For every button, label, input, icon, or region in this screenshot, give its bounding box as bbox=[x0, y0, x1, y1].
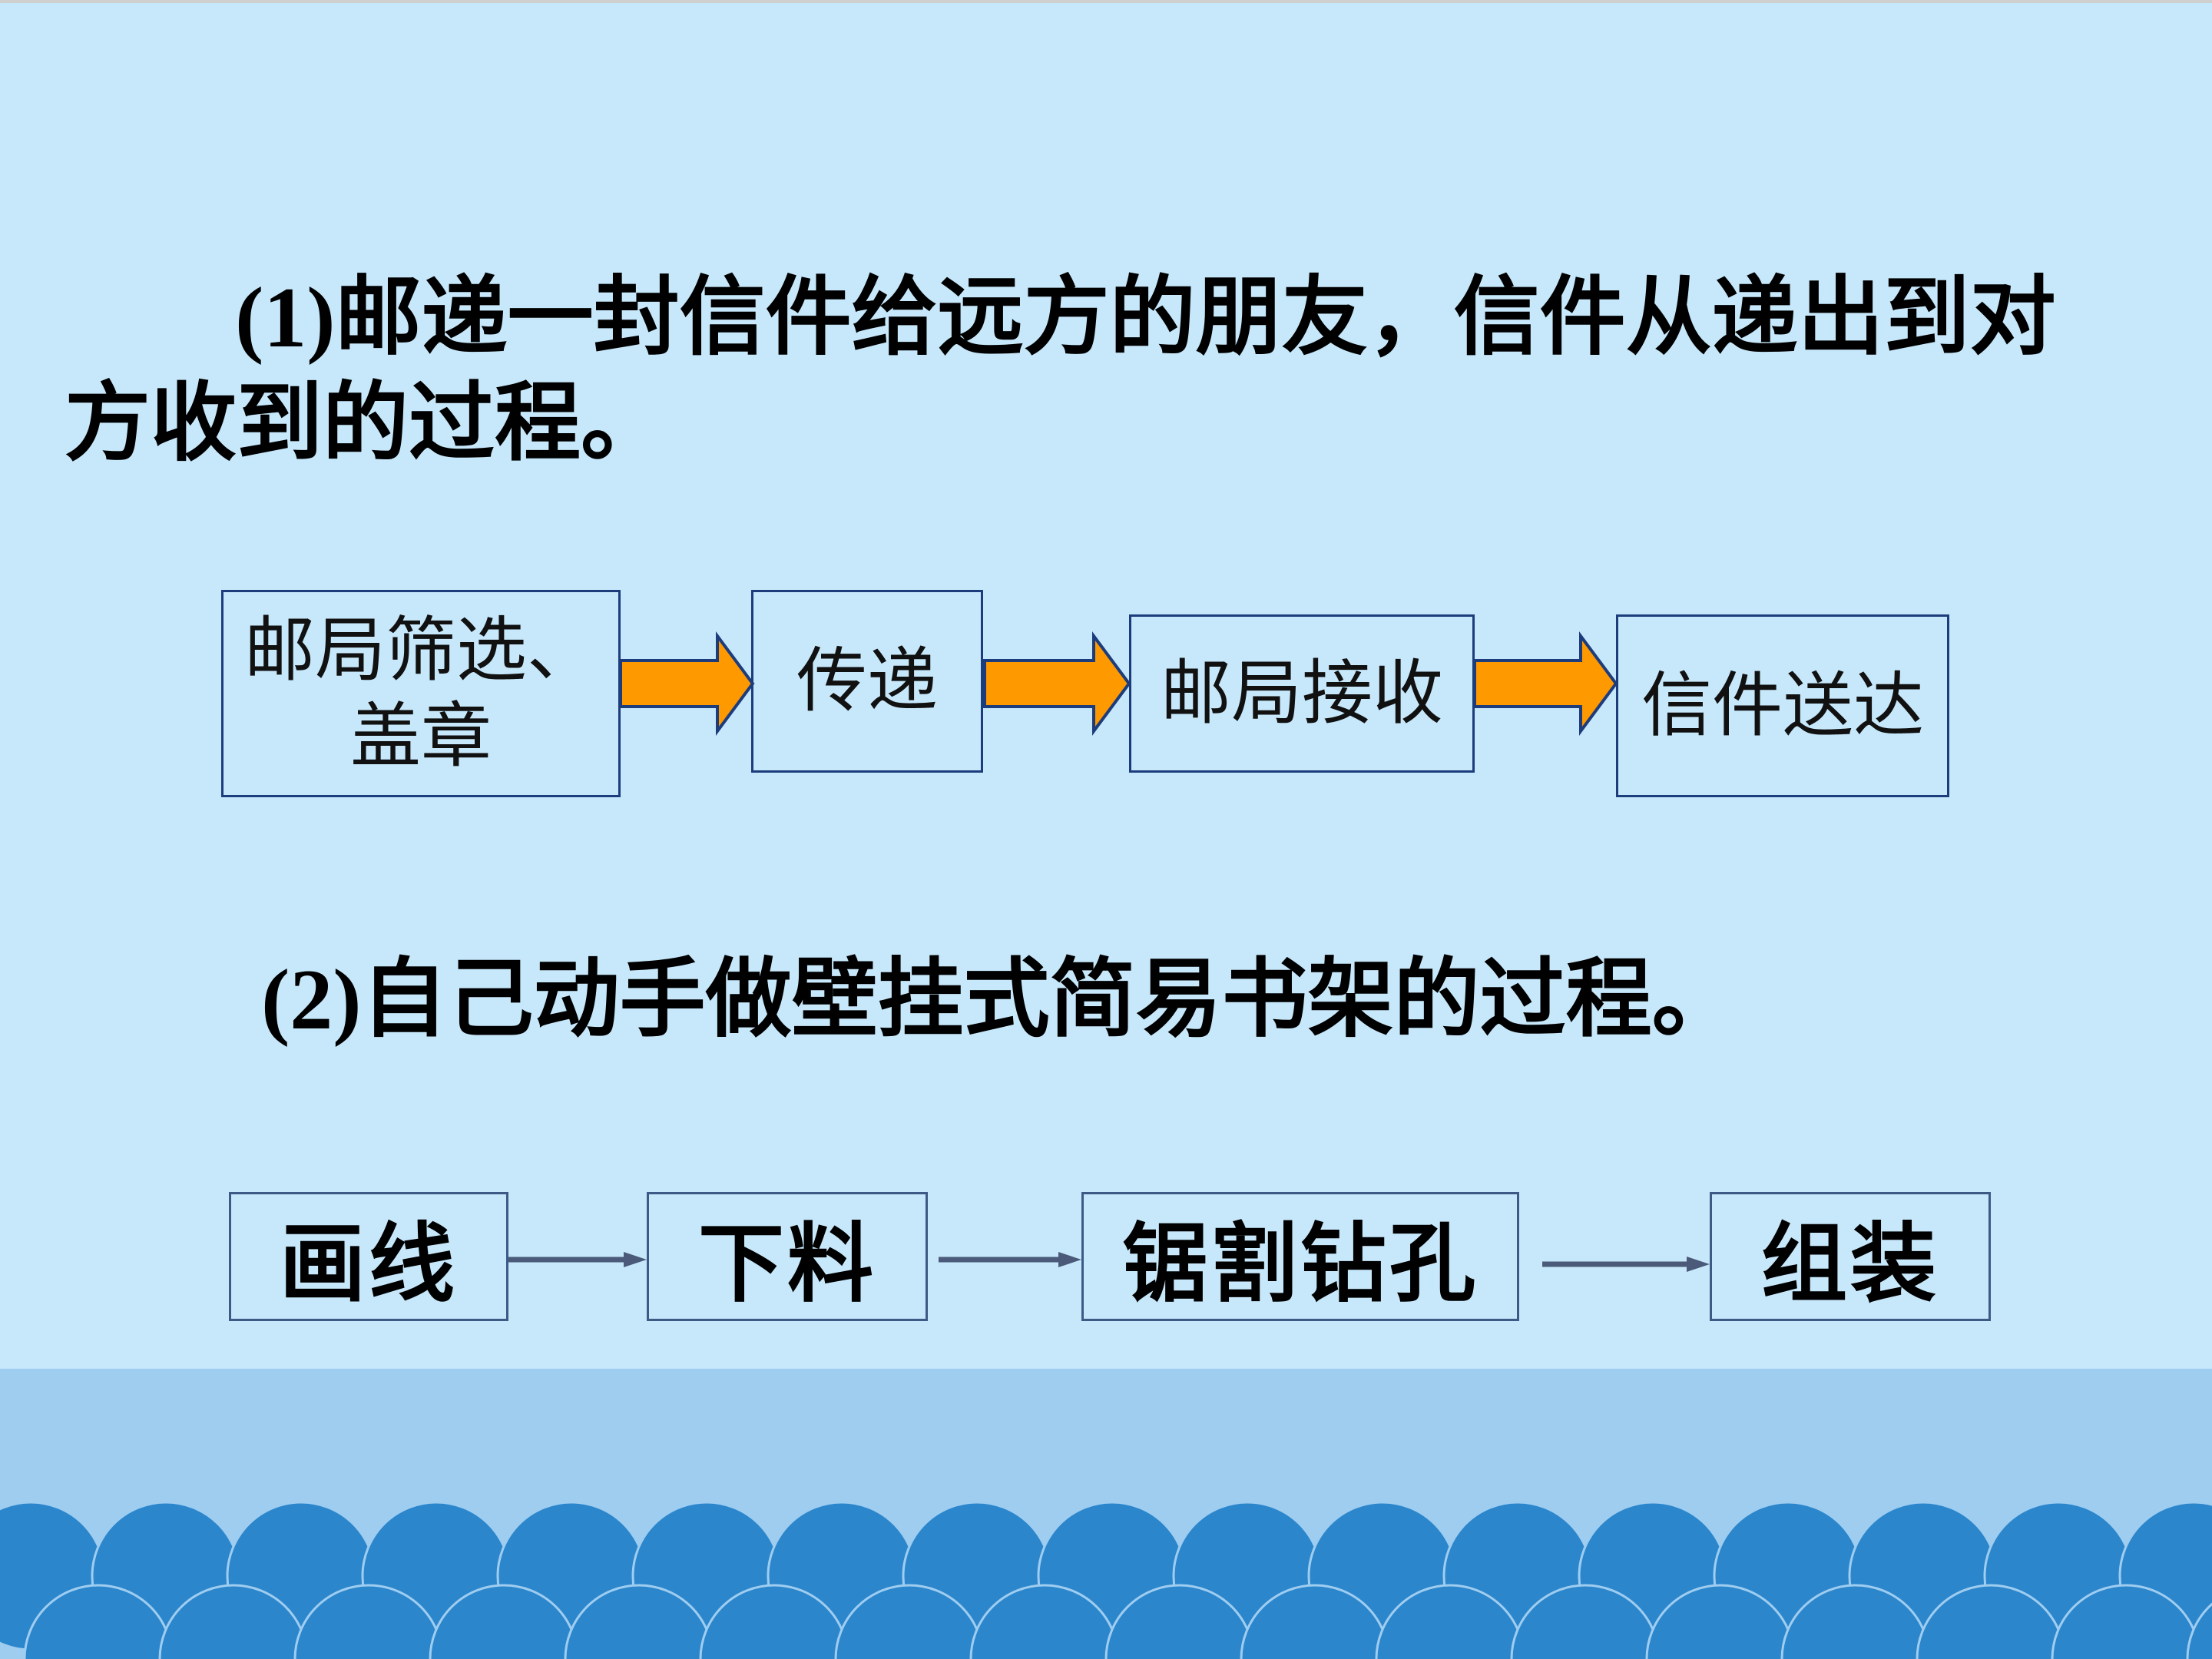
wave-scallop-27 bbox=[1375, 1584, 1525, 1659]
wave-scallop-29 bbox=[1645, 1584, 1796, 1659]
flow1-step-3-label: 邮局接收 bbox=[1160, 652, 1443, 734]
wave-scallop-23 bbox=[834, 1584, 985, 1659]
wave-scallop-19 bbox=[293, 1584, 444, 1659]
flow2-arrow-1-head bbox=[624, 1252, 647, 1267]
flow1-arrow-2 bbox=[983, 631, 1131, 737]
wave-scallop-11 bbox=[1442, 1501, 1593, 1651]
top-rule bbox=[0, 0, 2212, 3]
wave-scallop-15 bbox=[1983, 1501, 2134, 1651]
flow2-step-mark-lines: 画线 bbox=[229, 1192, 508, 1321]
section2-heading: (2)自己动手做壁挂式简易书架的过程。 bbox=[261, 946, 1738, 1053]
wave-scallop-2 bbox=[226, 1501, 376, 1651]
section1-heading-line1: (1)邮递一封信件给远方的朋友，信件从递出到对 bbox=[235, 264, 2056, 371]
section1-text-line2: 方收到的过程。 bbox=[65, 373, 667, 473]
wave-scallop-20 bbox=[429, 1584, 579, 1659]
wave-scallop-14 bbox=[1848, 1501, 1998, 1651]
wave-scallop-31 bbox=[1916, 1584, 2066, 1659]
flow1-step-deliver: 信件送达 bbox=[1616, 614, 1949, 797]
flow1-step-1-label-line2: 盖章 bbox=[349, 695, 492, 777]
wave-scallop-28 bbox=[1510, 1584, 1661, 1659]
section1-number: (1) bbox=[235, 270, 336, 366]
flow2-step-cut-material: 下料 bbox=[647, 1192, 928, 1321]
flow2-step-3-label: 锯割钻孔 bbox=[1122, 1214, 1479, 1314]
wave-scallop-26 bbox=[1240, 1584, 1390, 1659]
flow1-arrow-1 bbox=[619, 631, 755, 737]
flow1-step-receive: 邮局接收 bbox=[1129, 614, 1475, 773]
wave-scallop-0 bbox=[0, 1501, 106, 1651]
wave-scallop-7 bbox=[902, 1501, 1052, 1651]
wave-scallop-8 bbox=[1037, 1501, 1187, 1651]
decorative-waves bbox=[0, 1501, 2212, 1659]
flow1-step-2-label: 传递 bbox=[796, 640, 938, 722]
wave-scallop-22 bbox=[699, 1584, 849, 1659]
wave-scallop-16 bbox=[2118, 1501, 2212, 1651]
flow2-arrow-2-head bbox=[1058, 1252, 1081, 1267]
flow2-step-4-label: 组装 bbox=[1761, 1214, 1939, 1314]
wave-scallop-9 bbox=[1172, 1501, 1323, 1651]
flow1-step-transfer: 传递 bbox=[751, 590, 983, 773]
section2-text: 自己动手做壁挂式简易书架的过程。 bbox=[361, 949, 1738, 1049]
flow2-arrow-3-head bbox=[1687, 1257, 1710, 1272]
wave-scallop-17 bbox=[23, 1584, 174, 1659]
wave-scallop-6 bbox=[767, 1501, 917, 1651]
flow2-step-saw-drill: 锯割钻孔 bbox=[1081, 1192, 1519, 1321]
flow1-step-4-label: 信件送达 bbox=[1641, 664, 1924, 747]
flow2-step-assemble: 组装 bbox=[1710, 1192, 1991, 1321]
wave-scallop-5 bbox=[631, 1501, 782, 1651]
wave-scallop-25 bbox=[1104, 1584, 1255, 1659]
wave-scallop-33 bbox=[2186, 1602, 2212, 1659]
wave-scallop-21 bbox=[564, 1584, 714, 1659]
flow2-step-2-label: 下料 bbox=[698, 1214, 876, 1314]
wave-scallop-10 bbox=[1307, 1501, 1458, 1651]
flow2-step-1-label: 画线 bbox=[280, 1214, 458, 1314]
wave-scallop-1 bbox=[91, 1501, 241, 1651]
wave-scallop-3 bbox=[361, 1501, 512, 1651]
wave-scallop-30 bbox=[1780, 1584, 1931, 1659]
flow1-arrow-3 bbox=[1473, 631, 1618, 737]
wave-scallop-12 bbox=[1578, 1501, 1728, 1651]
section1-heading-line2: 方收到的过程。 bbox=[65, 370, 667, 476]
wave-scallop-13 bbox=[1713, 1501, 1863, 1651]
wave-scallop-24 bbox=[969, 1584, 1120, 1659]
section1-text-line1: 邮递一封信件给远方的朋友，信件从递出到对 bbox=[335, 267, 2056, 367]
wave-scallop-32 bbox=[2051, 1584, 2201, 1659]
wave-scallop-4 bbox=[496, 1501, 647, 1651]
wave-scallop-18 bbox=[158, 1584, 309, 1659]
section2-number: (2) bbox=[261, 952, 362, 1048]
flow1-step-sort-stamp: 邮局筛选、 盖章 bbox=[221, 590, 621, 797]
flow1-step-1-label-line1: 邮局筛选、 bbox=[243, 609, 598, 691]
